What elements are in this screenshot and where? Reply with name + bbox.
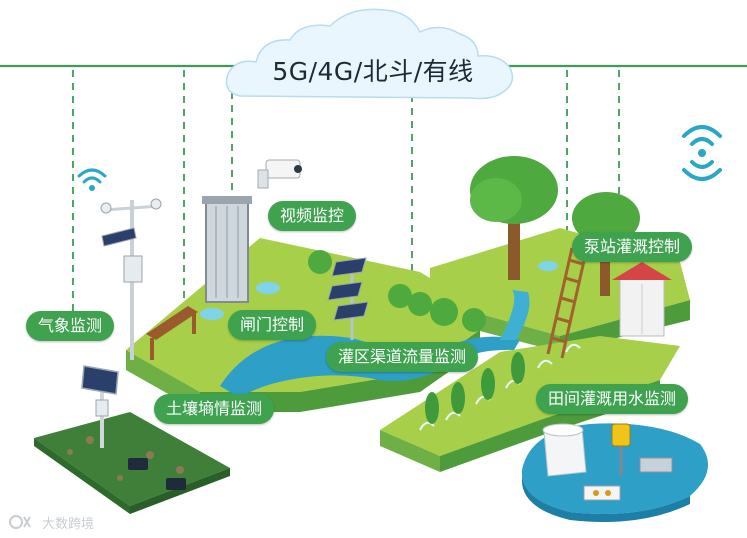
field-pond xyxy=(256,282,280,294)
solar-panel-icon xyxy=(81,365,119,448)
pump-cabinet-icon xyxy=(612,262,672,337)
label-pump-irrigation-control: 泵站灌溉控制 xyxy=(572,232,693,262)
canal-water xyxy=(500,290,530,340)
wifi-signal-icon xyxy=(682,125,722,181)
label-gate-control: 闸门控制 xyxy=(228,310,317,340)
field-pond xyxy=(538,261,558,271)
bench-icon xyxy=(146,306,198,360)
camera-icon xyxy=(257,159,302,189)
watermark-logo-icon xyxy=(9,515,31,529)
sluice-gate-icon xyxy=(202,196,252,303)
label-field-irrigation-water-monitoring: 田间灌溉用水监测 xyxy=(536,384,689,414)
tree-icon xyxy=(572,192,640,296)
wifi-signal-icon xyxy=(77,168,107,191)
label-canal-flow-monitoring: 灌区渠道流量监测 xyxy=(326,342,479,372)
tree-icon xyxy=(308,250,486,332)
label-soil-moisture-monitoring: 土壤墒情监测 xyxy=(154,394,275,424)
watermark-text: 大数跨境 xyxy=(42,516,95,532)
cloud-icon xyxy=(225,8,514,100)
field-pond xyxy=(200,308,224,320)
label-video-surveillance: 视频监控 xyxy=(268,201,357,231)
flow-meter-icon xyxy=(583,423,673,501)
tree-icon xyxy=(470,156,558,280)
label-weather-monitoring: 气象监测 xyxy=(26,311,115,341)
tree-icon xyxy=(425,352,525,424)
ladder-icon xyxy=(546,247,588,359)
water-tank-icon xyxy=(542,423,587,477)
network-title: 5G/4G/北斗/有线 xyxy=(272,57,474,86)
solar-panel-icon xyxy=(327,257,369,340)
weather-station-icon xyxy=(100,198,162,360)
soil-plot xyxy=(34,412,230,514)
watermark: 大数跨境 xyxy=(8,513,95,532)
